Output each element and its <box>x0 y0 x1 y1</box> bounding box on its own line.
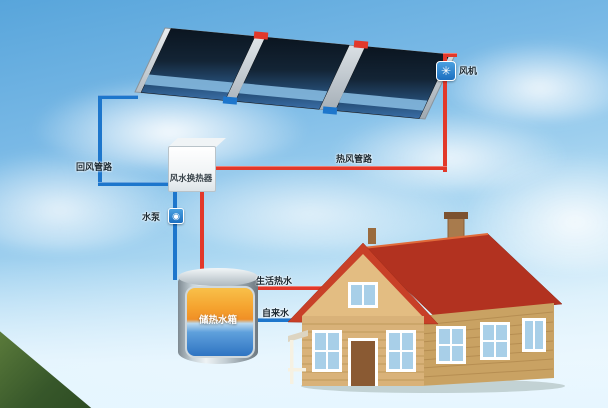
porch <box>288 330 308 384</box>
storage-tank: 储热水箱 <box>178 268 258 364</box>
return-air-pipe-stub <box>98 95 138 99</box>
windows-left <box>312 330 416 372</box>
heat-exchanger-top-face <box>168 138 226 147</box>
hot-air-pipe-stub <box>443 53 457 57</box>
tank-water-window <box>185 286 255 358</box>
domestic-hot-water-label: 生活热水 <box>256 276 293 286</box>
cold-header-connector <box>322 106 338 115</box>
pump-label: 水泵 <box>142 212 161 222</box>
tap-water-label: 自来水 <box>262 308 290 318</box>
hot-air-pipe-label: 热风管路 <box>336 154 373 164</box>
roof-ridge <box>362 233 489 249</box>
chimney-cap <box>444 212 468 219</box>
fan-icon: ✳ <box>436 61 456 81</box>
pump-glyph: ◉ <box>172 210 180 221</box>
cold-water-pipe-to-exchanger <box>173 184 177 280</box>
tank-top <box>178 268 258 286</box>
hot-water-pipe-to-tank <box>200 184 204 280</box>
house-illustration <box>288 212 565 393</box>
heat-exchanger-box <box>168 146 216 192</box>
hot-header-connector <box>253 31 269 40</box>
pump-icon: ◉ <box>168 208 184 224</box>
return-air-pipe-vertical <box>98 95 102 186</box>
hot-header-connector <box>353 40 369 49</box>
heat-exchanger-label: 风水换热器 <box>169 173 213 183</box>
hot-air-pipe-horizontal <box>206 166 447 170</box>
roof-vent <box>368 228 376 244</box>
cloud <box>440 40 608 120</box>
fan-label: 风机 <box>459 66 478 76</box>
fan-glyph: ✳ <box>440 64 452 78</box>
return-air-pipe-label: 回风管路 <box>76 162 113 172</box>
return-air-pipe-horizontal <box>98 182 172 186</box>
solar-collector-array <box>134 27 456 120</box>
front-door <box>348 338 378 386</box>
storage-tank-label: 储热水箱 <box>198 315 237 326</box>
domestic-hot-water-pipe <box>252 286 348 290</box>
cold-header-connector <box>222 96 238 105</box>
windows-right <box>436 318 546 364</box>
attic-window <box>348 282 378 308</box>
hot-air-pipe-vertical <box>443 53 447 172</box>
